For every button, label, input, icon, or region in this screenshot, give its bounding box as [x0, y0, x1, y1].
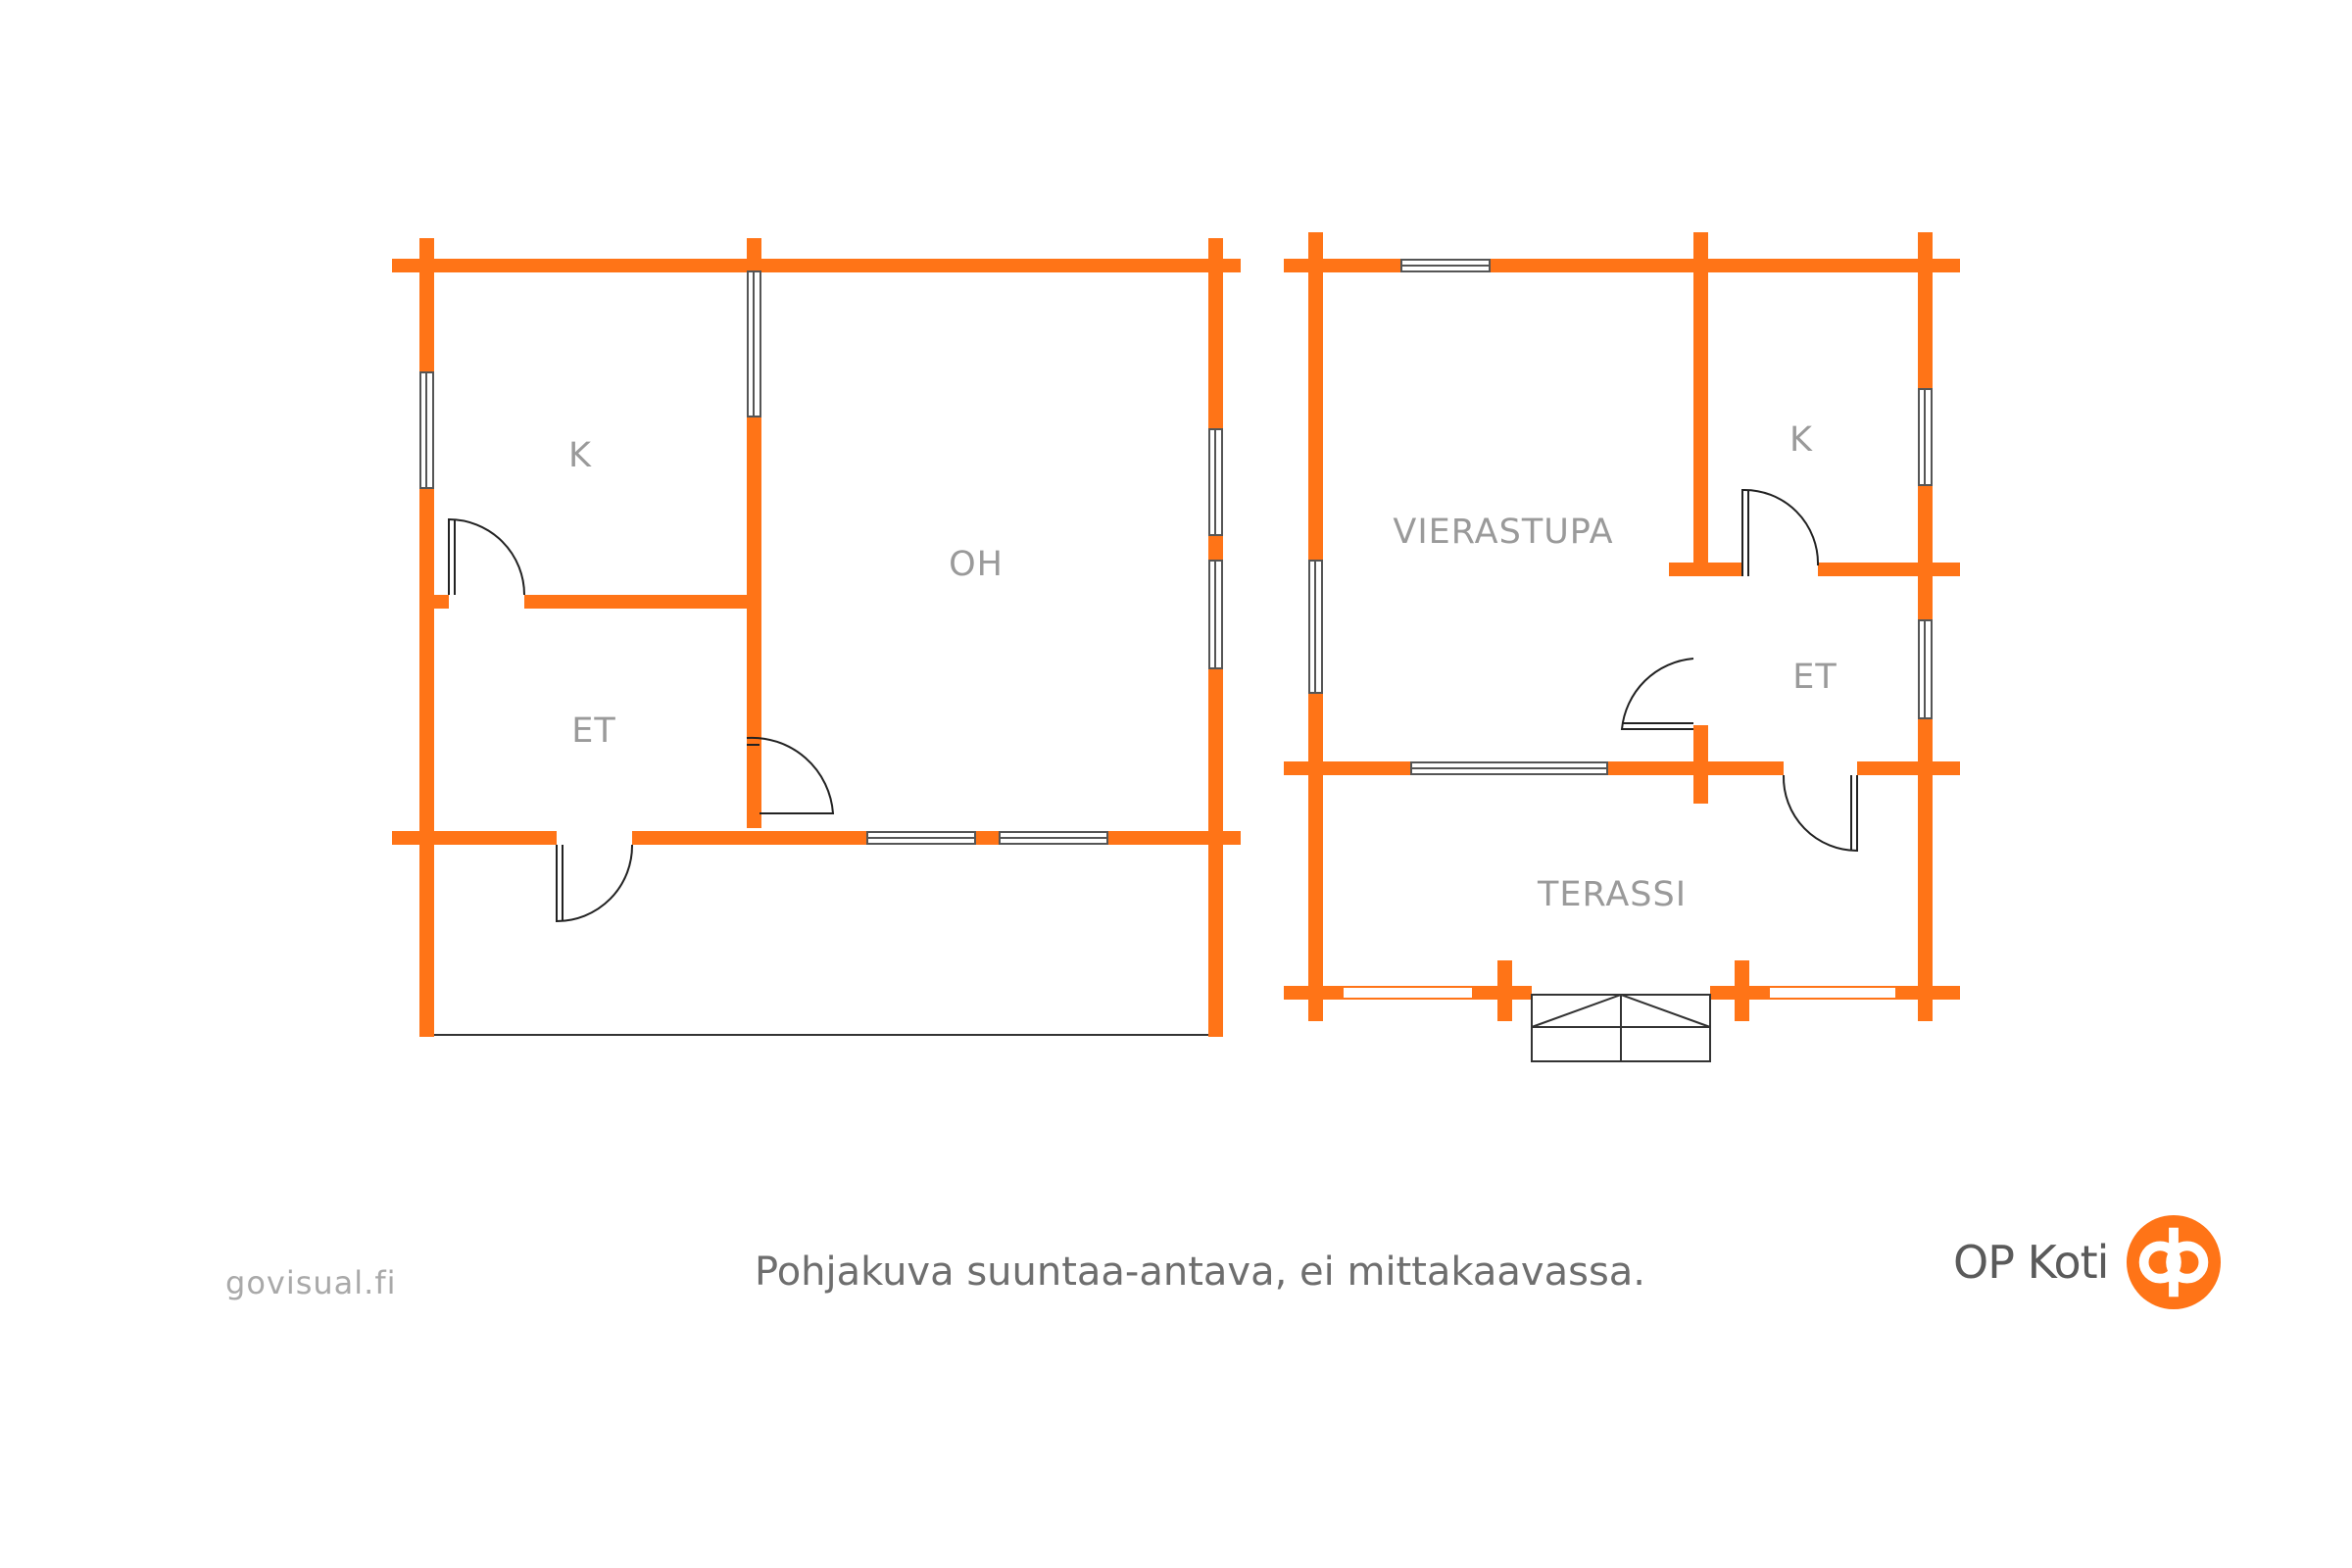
left-top-wall: [392, 259, 1241, 272]
brand-logo: OP Koti: [1953, 1213, 2222, 1311]
brand-name: OP Koti: [1953, 1236, 2109, 1289]
left-doors: [448, 517, 835, 923]
right-top-wall: [1284, 259, 1960, 272]
room-label-right-vierastupa: VIERASTUPA: [1393, 513, 1613, 552]
right-doors: [1620, 488, 1858, 853]
room-label-right-et: ET: [1792, 658, 1838, 697]
right-k-et-wall-b: [1818, 563, 1960, 576]
room-label-right-k: K: [1789, 420, 1813, 460]
right-terrace-glazing: [1309, 799, 1932, 1000]
disclaimer-text: Pohjakuva suuntaa-antava, ei mittakaavas…: [755, 1250, 1646, 1295]
op-logo-icon: [2127, 1214, 2222, 1310]
door-right-et: [1620, 658, 1694, 730]
room-label-left-k: K: [568, 436, 592, 475]
room-label-left-et: ET: [571, 711, 616, 751]
right-k-et-wall-a: [1669, 563, 1742, 576]
left-windows: [419, 270, 1223, 845]
door-left-k: [448, 517, 525, 596]
door-right-k: [1741, 488, 1820, 576]
left-terrace: [419, 845, 1223, 1037]
right-interior-wall: [1693, 232, 1708, 570]
door-right-terrace: [1782, 774, 1858, 853]
door-left-oh: [746, 736, 835, 814]
right-entrance-steps: [1531, 994, 1711, 1062]
left-k-et-wall: [524, 595, 760, 609]
left-k-et-wall-stub: [419, 595, 449, 609]
right-mid-wall-b: [1857, 761, 1960, 775]
room-label-right-terassi: TERASSI: [1537, 875, 1687, 914]
credit-text: govisual.fi: [225, 1264, 397, 1301]
door-left-entrance: [556, 844, 634, 923]
room-label-left-oh: OH: [949, 545, 1004, 584]
room-labels: K OH ET VIERASTUPA K ET TERASSI: [568, 420, 1838, 914]
left-building: [392, 238, 1241, 1037]
left-bottom-wall-a: [392, 831, 557, 845]
